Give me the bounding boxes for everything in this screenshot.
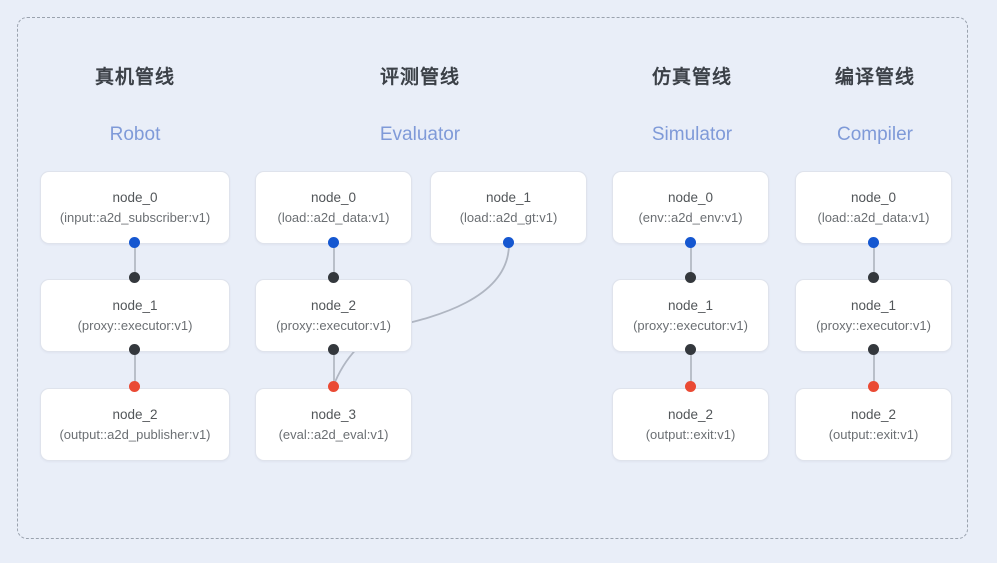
- port-output-simulator-0[interactable]: [685, 237, 696, 248]
- port-output-evaluator-gt[interactable]: [503, 237, 514, 248]
- node-compiler-0[interactable]: node_0 (load::a2d_data:v1): [795, 171, 952, 244]
- node-spec: (proxy::executor:v1): [77, 317, 193, 333]
- node-spec: (proxy::executor:v1): [816, 317, 931, 333]
- link-sim-0-1: [690, 240, 692, 282]
- port-input-robot-1[interactable]: [129, 272, 140, 283]
- link-robot-0-1: [134, 240, 136, 282]
- node-simulator-1[interactable]: node_1 (proxy::executor:v1): [612, 279, 769, 352]
- link-eval-2-3: [333, 346, 335, 390]
- node-name: node_0: [310, 189, 357, 205]
- node-name: node_1: [485, 189, 532, 205]
- port-input-evaluator-3[interactable]: [328, 381, 339, 392]
- column-title-robot: 真机管线: [94, 67, 175, 88]
- node-compiler-1[interactable]: node_1 (proxy::executor:v1): [795, 279, 952, 352]
- node-simulator-2[interactable]: node_2 (output::exit:v1): [612, 388, 769, 461]
- port-input-robot-2[interactable]: [129, 381, 140, 392]
- column-subtitle-simulator: Simulator: [651, 124, 733, 145]
- port-input-compiler-1[interactable]: [868, 272, 879, 283]
- port-input-compiler-2[interactable]: [868, 381, 879, 392]
- node-spec: (load::a2d_gt:v1): [459, 209, 558, 225]
- port-input-simulator-2[interactable]: [685, 381, 696, 392]
- column-title-simulator: 仿真管线: [651, 67, 732, 88]
- node-spec: (eval::a2d_eval:v1): [278, 426, 389, 442]
- node-spec: (load::a2d_data:v1): [277, 209, 390, 225]
- node-robot-0[interactable]: node_0 (input::a2d_subscriber:v1): [40, 171, 230, 244]
- column-subtitle-compiler: Compiler: [836, 124, 914, 145]
- column-title-evaluator: 评测管线: [379, 67, 460, 88]
- node-evaluator-gt[interactable]: node_1 (load::a2d_gt:v1): [430, 171, 587, 244]
- column-subtitle-robot: Robot: [109, 124, 161, 145]
- link-sim-1-2: [690, 346, 692, 390]
- port-output-simulator-1[interactable]: [685, 344, 696, 355]
- node-name: node_1: [850, 297, 897, 313]
- node-name: node_2: [850, 406, 897, 422]
- node-spec: (output::a2d_publisher:v1): [59, 426, 211, 442]
- port-output-compiler-0[interactable]: [868, 237, 879, 248]
- node-spec: (env::a2d_env:v1): [638, 209, 743, 225]
- link-robot-1-2: [134, 346, 136, 390]
- port-input-evaluator-2[interactable]: [328, 272, 339, 283]
- node-compiler-2[interactable]: node_2 (output::exit:v1): [795, 388, 952, 461]
- node-robot-2[interactable]: node_2 (output::a2d_publisher:v1): [40, 388, 230, 461]
- node-simulator-0[interactable]: node_0 (env::a2d_env:v1): [612, 171, 769, 244]
- node-spec: (output::exit:v1): [645, 426, 736, 442]
- node-name: node_0: [667, 189, 714, 205]
- node-name: node_1: [112, 297, 158, 313]
- node-robot-1[interactable]: node_1 (proxy::executor:v1): [40, 279, 230, 352]
- column-title-compiler: 编译管线: [834, 67, 915, 88]
- node-name: node_0: [112, 189, 158, 205]
- node-spec: (proxy::executor:v1): [276, 317, 391, 333]
- port-output-evaluator-2[interactable]: [328, 344, 339, 355]
- port-output-robot-0[interactable]: [129, 237, 140, 248]
- port-output-evaluator-0[interactable]: [328, 237, 339, 248]
- node-name: node_3: [310, 406, 357, 422]
- node-spec: (proxy::executor:v1): [633, 317, 748, 333]
- node-spec: (output::exit:v1): [828, 426, 919, 442]
- node-spec: (load::a2d_data:v1): [817, 209, 930, 225]
- node-name: node_2: [310, 297, 357, 313]
- node-evaluator-3[interactable]: node_3 (eval::a2d_eval:v1): [255, 388, 412, 461]
- link-eval-0-2: [333, 240, 335, 282]
- node-spec: (input::a2d_subscriber:v1): [59, 209, 211, 225]
- port-input-simulator-1[interactable]: [685, 272, 696, 283]
- node-evaluator-2[interactable]: node_2 (proxy::executor:v1): [255, 279, 412, 352]
- port-output-compiler-1[interactable]: [868, 344, 879, 355]
- node-name: node_1: [667, 297, 714, 313]
- node-name: node_2: [667, 406, 714, 422]
- link-comp-1-2: [873, 346, 875, 390]
- port-output-robot-1[interactable]: [129, 344, 140, 355]
- node-name: node_0: [850, 189, 897, 205]
- node-name: node_2: [112, 406, 158, 422]
- column-subtitle-evaluator: Evaluator: [379, 124, 461, 145]
- link-comp-0-1: [873, 240, 875, 282]
- node-evaluator-0[interactable]: node_0 (load::a2d_data:v1): [255, 171, 412, 244]
